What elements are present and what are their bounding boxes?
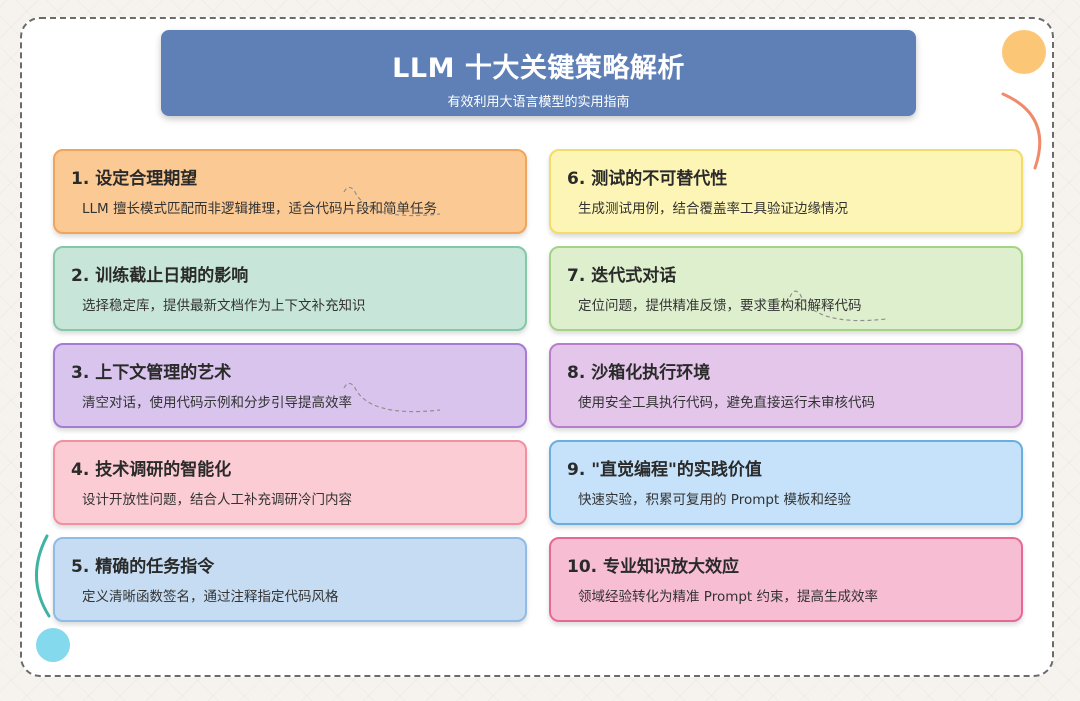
strategy-title: 5. 精确的任务指令 — [71, 557, 215, 577]
strategy-title: 7. 迭代式对话 — [567, 266, 677, 286]
strategy-description: 领域经验转化为精准 Prompt 约束，提高生成效率 — [578, 589, 879, 605]
strategy-title: 4. 技术调研的智能化 — [71, 460, 232, 480]
strategy-card-2: 2. 训练截止日期的影响 选择稳定库，提供最新文档作为上下文补充知识 — [53, 246, 527, 331]
strategy-card-8: 8. 沙箱化执行环境 使用安全工具执行代码，避免直接运行未审核代码 — [549, 343, 1023, 428]
strategy-card-6: 6. 测试的不可替代性 生成测试用例，结合覆盖率工具验证边缘情况 — [549, 149, 1023, 234]
strategy-description: 使用安全工具执行代码，避免直接运行未审核代码 — [578, 395, 875, 411]
strategy-title: 6. 测试的不可替代性 — [567, 169, 728, 189]
strategy-description: 生成测试用例，结合覆盖率工具验证边缘情况 — [578, 201, 848, 217]
strategy-title: 3. 上下文管理的艺术 — [71, 363, 232, 383]
strategy-card-4: 4. 技术调研的智能化 设计开放性问题，结合人工补充调研冷门内容 — [53, 440, 527, 525]
strategy-title: 10. 专业知识放大效应 — [567, 557, 740, 577]
strategy-card-9: 9. "直觉编程"的实践价值 快速实验，积累可复用的 Prompt 模板和经验 — [549, 440, 1023, 525]
strategy-description: 定义清晰函数签名，通过注释指定代码风格 — [82, 589, 339, 605]
strategy-card-10: 10. 专业知识放大效应 领域经验转化为精准 Prompt 约束，提高生成效率 — [549, 537, 1023, 622]
strategy-description: 清空对话，使用代码示例和分步引导提高效率 — [82, 395, 352, 411]
title-banner: LLM 十大关键策略解析 有效利用大语言模型的实用指南 — [161, 30, 916, 116]
diagram-title: LLM 十大关键策略解析 — [392, 53, 685, 84]
strategy-card-7: 7. 迭代式对话 定位问题，提供精准反馈，要求重构和解释代码 — [549, 246, 1023, 331]
strategy-title: 9. "直觉编程"的实践价值 — [567, 460, 762, 480]
strategy-description: 定位问题，提供精准反馈，要求重构和解释代码 — [578, 298, 862, 314]
strategy-card-5: 5. 精确的任务指令 定义清晰函数签名，通过注释指定代码风格 — [53, 537, 527, 622]
strategy-description: 选择稳定库，提供最新文档作为上下文补充知识 — [82, 298, 366, 314]
strategy-title: 1. 设定合理期望 — [71, 169, 198, 189]
strategy-card-1: 1. 设定合理期望 LLM 擅长模式匹配而非逻辑推理，适合代码片段和简单任务 — [53, 149, 527, 234]
strategy-description: 设计开放性问题，结合人工补充调研冷门内容 — [82, 492, 352, 508]
strategy-title: 8. 沙箱化执行环境 — [567, 363, 711, 383]
strategy-card-3: 3. 上下文管理的艺术 清空对话，使用代码示例和分步引导提高效率 — [53, 343, 527, 428]
strategy-description: 快速实验，积累可复用的 Prompt 模板和经验 — [578, 492, 852, 508]
strategy-description: LLM 擅长模式匹配而非逻辑推理，适合代码片段和简单任务 — [82, 201, 437, 217]
diagram-subtitle: 有效利用大语言模型的实用指南 — [447, 95, 630, 110]
strategy-title: 2. 训练截止日期的影响 — [71, 266, 249, 286]
